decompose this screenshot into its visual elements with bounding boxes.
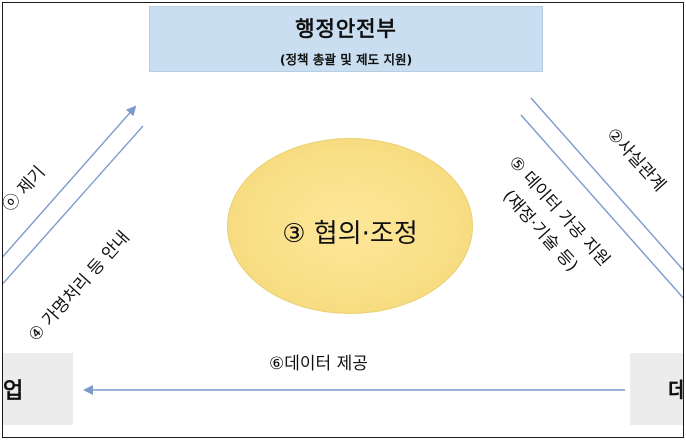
left-entity-box: 업 bbox=[3, 353, 73, 425]
ministry-box: 행정안전부 (정책 총괄 및 제도 지원) bbox=[149, 6, 543, 72]
ministry-subtitle: (정책 총괄 및 제도 지원) bbox=[279, 52, 413, 67]
right-entity-label: 데 bbox=[668, 373, 683, 405]
coordination-circle: ③ 협의·조정 bbox=[227, 138, 473, 314]
ministry-title: 행정안전부 bbox=[295, 17, 397, 41]
left-inner-line bbox=[3, 125, 144, 285]
connector-lines bbox=[3, 97, 683, 395]
left-outer-arrow bbox=[3, 105, 137, 258]
right-entity-box: 데 bbox=[630, 353, 683, 425]
right-inner-line bbox=[520, 114, 683, 299]
left-entity-label: 업 bbox=[3, 379, 24, 404]
coordination-label: ③ 협의·조정 bbox=[282, 219, 418, 249]
right-outer-line bbox=[530, 97, 683, 271]
bottom-label: ⑥데이터 제공 bbox=[269, 354, 368, 374]
